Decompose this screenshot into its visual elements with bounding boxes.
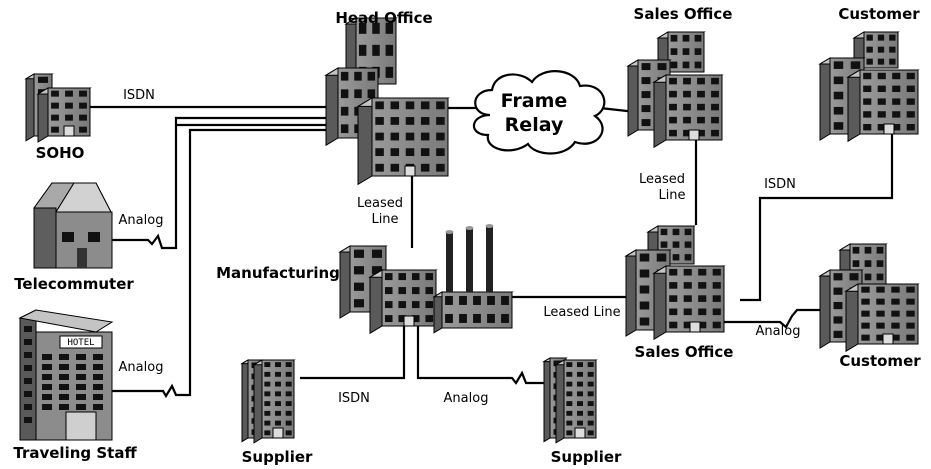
factory-chimneys — [445, 224, 494, 292]
link-label-soho-isdn: ISDN — [123, 88, 155, 103]
customer-bottom-building — [818, 243, 920, 353]
label-soho: SOHO — [36, 144, 85, 162]
link-labels: ISDN Analog Analog Leased Line Leased Li… — [119, 88, 801, 406]
label-sales-office-top: Sales Office — [634, 5, 733, 23]
link-label-supplier-isdn: ISDN — [338, 391, 370, 406]
cloud-label-line1: Frame — [501, 90, 568, 112]
link-label-supplier-analog: Analog — [444, 391, 489, 406]
link-label-sales-customer-isdn: ISDN — [764, 177, 796, 192]
soho-building — [24, 73, 92, 143]
link-manufacturing-supplier-left — [300, 326, 406, 380]
link-manufacturing-supplier-right — [416, 326, 550, 385]
link-label-sales-sales-2: Line — [658, 188, 685, 203]
buildings — [24, 17, 920, 444]
cloud-label-line2: Relay — [505, 114, 564, 136]
head-office-building — [324, 17, 450, 186]
label-customer-top: Customer — [838, 5, 920, 23]
link-label-telecommuter-analog: Analog — [119, 213, 164, 228]
hotel-building: HOTEL — [18, 309, 114, 441]
label-manufacturing: Manufacturing — [216, 264, 340, 282]
link-telecommuter-head — [112, 116, 356, 250]
connection-lines — [78, 105, 894, 399]
link-label-head-manufacturing-2: Line — [371, 212, 398, 227]
link-sales-customer-bottom — [708, 308, 826, 329]
customer-top-building — [818, 31, 920, 143]
sales-office-top-building — [626, 31, 724, 149]
node-labels: Head Office Sales Office Customer SOHO T… — [13, 5, 921, 466]
label-traveling-staff: Traveling Staff — [13, 444, 137, 462]
label-head-office: Head Office — [335, 9, 432, 27]
label-telecommuter: Telecommuter — [14, 275, 134, 293]
link-sales-customer-top — [740, 134, 894, 302]
label-supplier-right: Supplier — [551, 448, 622, 466]
link-label-sales-sales-1: Leased — [639, 172, 685, 187]
label-sales-office-bottom: Sales Office — [635, 343, 734, 361]
link-label-manufacturing-sales: Leased Line — [543, 305, 620, 320]
manufacturing-building — [338, 245, 514, 335]
link-hotel-head — [112, 128, 356, 399]
supplier-left-building — [240, 359, 296, 444]
label-customer-bottom: Customer — [839, 352, 921, 370]
sales-office-bottom-building — [624, 225, 726, 341]
label-supplier-left: Supplier — [242, 448, 313, 466]
link-label-sales-customer-analog: Analog — [756, 324, 801, 339]
link-label-hotel-analog: Analog — [119, 360, 164, 375]
frame-relay-cloud: Frame Relay — [472, 70, 606, 155]
link-label-head-manufacturing-1: Leased — [357, 196, 403, 211]
hotel-sign: HOTEL — [67, 338, 94, 348]
telecommuter-house — [33, 182, 113, 269]
supplier-right-building — [542, 357, 598, 444]
